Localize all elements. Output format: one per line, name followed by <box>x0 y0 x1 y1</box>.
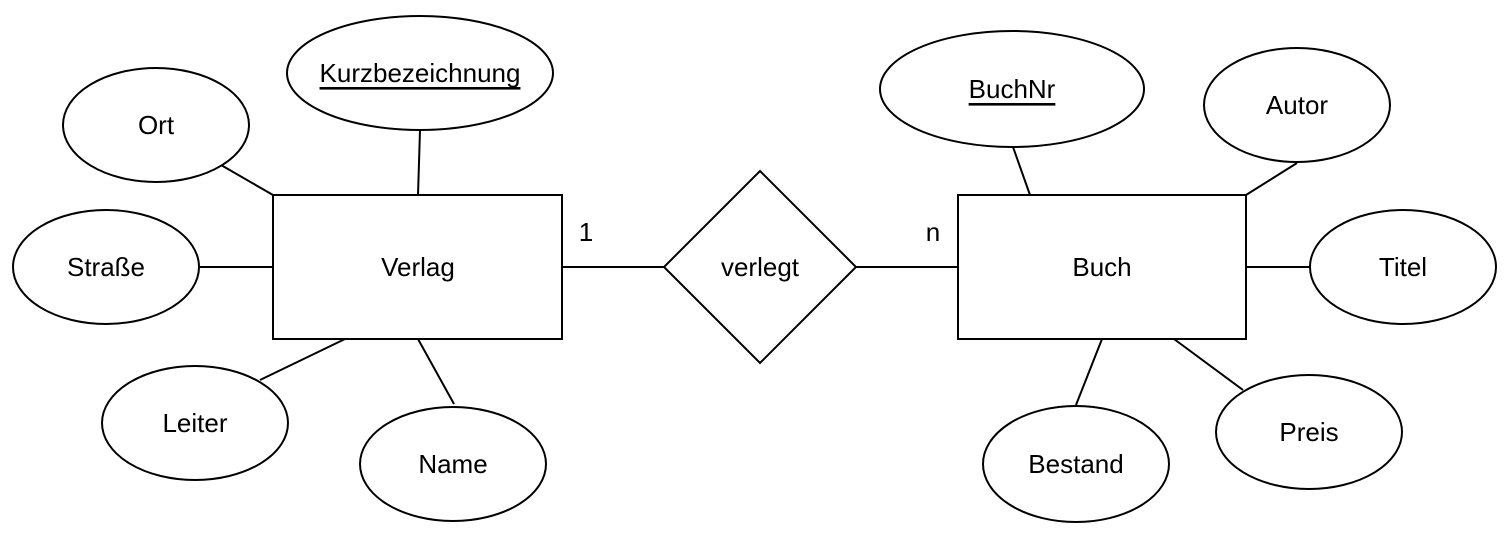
attribute-strasse: Straße <box>12 209 200 325</box>
attribute-preis-ellipse <box>1215 374 1403 490</box>
cardinality-right: n <box>926 217 940 247</box>
attribute-titel: Titel <box>1309 209 1497 325</box>
attribute-titel-label: Titel <box>1379 252 1427 282</box>
connector-buch-preis <box>1173 338 1244 391</box>
attribute-autor: Autor <box>1203 47 1391 163</box>
connector-verlag-kurzbezeichnung <box>417 129 421 196</box>
connector-verlag-ort <box>220 164 274 196</box>
entity-buch: Buch <box>957 194 1247 340</box>
connector-buch-bestand <box>1075 338 1103 406</box>
attribute-name-ellipse <box>359 406 547 522</box>
attribute-bestand: Bestand <box>982 405 1170 523</box>
connector-verlag-leiter <box>259 338 346 381</box>
attribute-name: Name <box>359 406 547 522</box>
attribute-ort-label: Ort <box>138 110 175 140</box>
attribute-buchnr-ellipse <box>879 30 1145 148</box>
attribute-kurzbezeichnung-ellipse <box>286 15 554 131</box>
attribute-preis-label: Preis <box>1279 417 1338 447</box>
connector-buch-autor <box>1245 162 1298 196</box>
attribute-name-label: Name <box>418 449 487 479</box>
attribute-titel-ellipse <box>1309 209 1497 325</box>
attribute-strasse-ellipse <box>12 209 200 325</box>
attribute-buchnr-label: BuchNr <box>969 74 1056 104</box>
attribute-ort: Ort <box>62 67 250 183</box>
entity-verlag: Verlag <box>272 194 563 340</box>
attribute-strasse-label: Straße <box>67 252 145 282</box>
attribute-ort-ellipse <box>62 67 250 183</box>
attribute-autor-ellipse <box>1203 47 1391 163</box>
attribute-bestand-label: Bestand <box>1028 449 1123 479</box>
attribute-kurzbezeichnung: Kurzbezeichnung <box>286 15 554 131</box>
attribute-kurzbezeichnung-label: Kurzbezeichnung <box>320 58 521 88</box>
entity-verlag-box <box>272 194 563 340</box>
entity-buch-box <box>957 194 1247 340</box>
attribute-preis: Preis <box>1215 374 1403 490</box>
relationship-label: verlegt <box>721 252 800 282</box>
entity-verlag-label: Verlag <box>381 252 455 282</box>
relationship-verlegt: verlegt <box>662 169 858 365</box>
relationship-diamond <box>662 169 858 365</box>
connector-buch-buchnr <box>1012 146 1031 196</box>
cardinality-left: 1 <box>579 217 593 247</box>
attribute-autor-label: Autor <box>1266 90 1328 120</box>
connector-verlag-name <box>417 338 455 405</box>
connectors <box>199 129 1311 406</box>
attribute-leiter: Leiter <box>101 365 289 481</box>
attribute-bestand-ellipse <box>982 405 1170 523</box>
entity-buch-label: Buch <box>1072 252 1131 282</box>
attribute-leiter-label: Leiter <box>162 408 227 438</box>
attribute-buchnr: BuchNr <box>879 30 1145 148</box>
attribute-leiter-ellipse <box>101 365 289 481</box>
